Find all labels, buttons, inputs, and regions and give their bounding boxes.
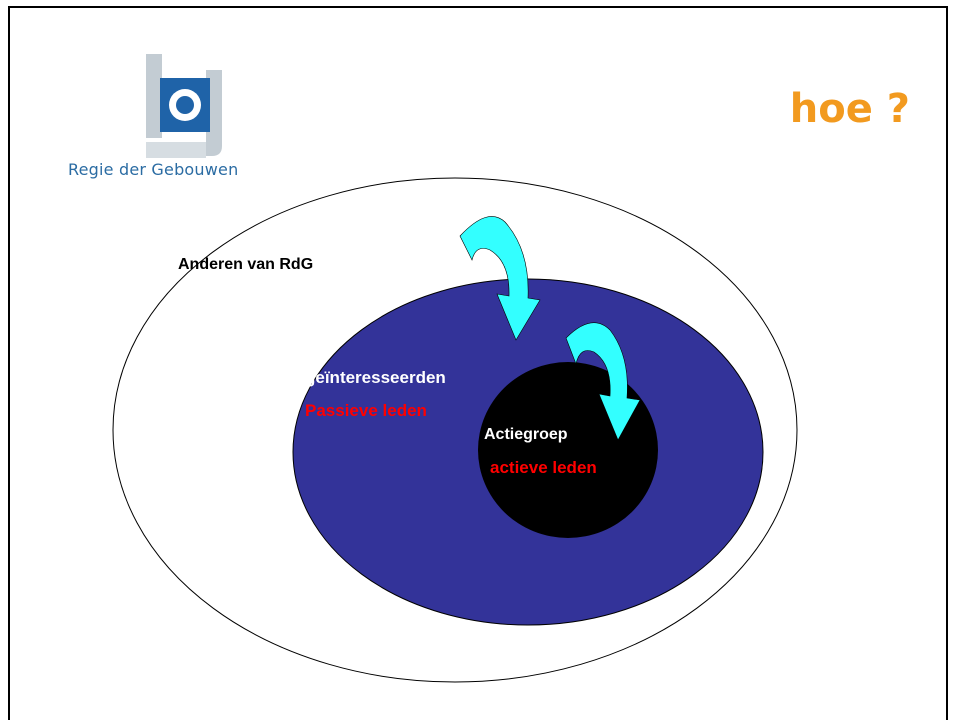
outer-label: Anderen van RdG [178, 256, 314, 273]
inner-label-active: actieve leden [490, 458, 597, 477]
inner-circle [478, 362, 658, 538]
logo-caption: Regie der Gebouwen [68, 160, 239, 179]
logo-base [146, 142, 206, 158]
arrow-1 [459, 216, 541, 341]
slide-title: hoe ? [789, 86, 910, 132]
middle-label-passive: Passieve leden [305, 401, 427, 420]
rdg-logo [146, 54, 222, 158]
middle-label-interested: geïnteresseerden [305, 368, 446, 387]
logo-dot [176, 96, 194, 114]
inner-label-actiongroup: Actiegroep [484, 426, 568, 443]
arrow-2 [565, 322, 641, 441]
logo-bar-left [146, 54, 162, 138]
